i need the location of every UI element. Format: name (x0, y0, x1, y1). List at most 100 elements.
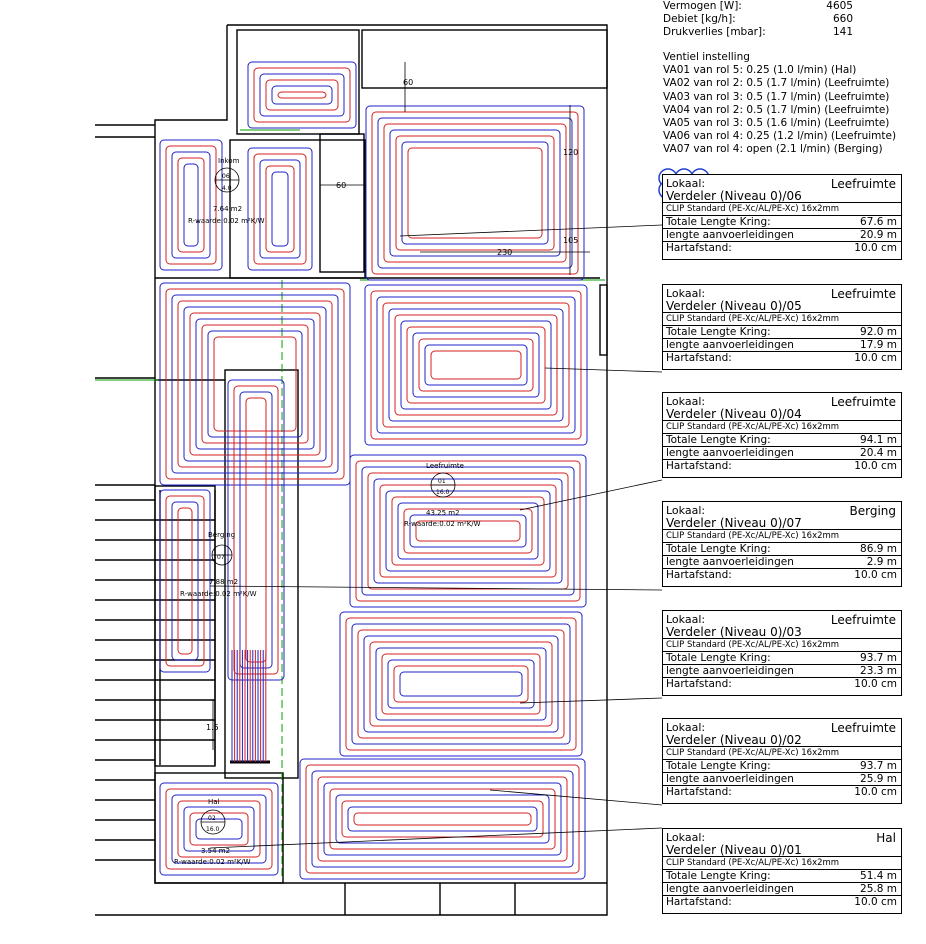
druk-value: 141 (832, 26, 853, 39)
leef-num: 01 (438, 478, 446, 485)
card-verdeler: Verdeler (Niveau 0)/06 (666, 189, 802, 203)
card-lokaal-label: Lokaal: (666, 613, 706, 626)
card-verdeler: Verdeler (Niveau 0)/04 (666, 407, 802, 421)
card-feed-value: 20.9 m (860, 229, 897, 241)
card-spacing-value: 10.0 cm (854, 569, 897, 581)
card-room: Leefruimte (830, 721, 896, 735)
card-room: Leefruimte (830, 177, 896, 191)
leef-name: Leefruimte (426, 462, 464, 470)
card-material: CLIP Standard (PE-Xc/AL/PE-Xc) 16x2mm (666, 531, 840, 541)
card-total-value: 67.6 m (860, 216, 897, 228)
card-total-value: 86.9 m (860, 543, 897, 555)
leef-area: 43.25 m2 (426, 509, 460, 517)
inkom-area: 7.64 m2 (213, 205, 242, 213)
druk-label: Drukverlies [mbar]: (663, 26, 766, 39)
building-walls (95, 24, 608, 916)
card-verdeler: Verdeler (Niveau 0)/01 (666, 843, 802, 857)
card-lokaal-label: Lokaal: (666, 721, 706, 734)
card-material: CLIP Standard (PE-Xc/AL/PE-Xc) 16x2mm (666, 314, 840, 324)
card-lokaal-label: Lokaal: (666, 177, 706, 190)
card-verdeler: Verdeler (Niveau 0)/07 (666, 516, 802, 530)
card-feed-value: 25.8 m (860, 883, 897, 895)
card-material: CLIP Standard (PE-Xc/AL/PE-Xc) 16x2mm (666, 422, 840, 432)
card-spacing-value: 10.0 cm (854, 352, 897, 364)
card-spacing-label: Hartafstand: (666, 569, 732, 581)
dimension-marks (212, 62, 590, 750)
card-material: CLIP Standard (PE-Xc/AL/PE-Xc) 16x2mm (666, 204, 840, 214)
card-total-value: 93.7 m (860, 652, 897, 664)
card-spacing-label: Hartafstand: (666, 786, 732, 798)
valve-title: Ventiel instelling (663, 51, 750, 63)
inkom-num: 06 (222, 173, 230, 180)
card-feed-value: 17.9 m (860, 339, 897, 351)
inkom-name: Inkom (218, 157, 240, 165)
card-lokaal-label: Lokaal: (666, 287, 706, 300)
hal-area: 3.54 m2 (201, 847, 230, 855)
dim-60-mid: 60 (336, 181, 346, 190)
card-spacing-value: 10.0 cm (854, 896, 897, 908)
card-total-label: Totale Lengte Kring: (666, 652, 771, 664)
debiet-value: 660 (832, 13, 853, 26)
card-feed-label: lengte aanvoerleidingen (666, 229, 794, 241)
card-room: Hal (876, 831, 896, 845)
valve-line: VA04 van rol 2: 0.5 (1.7 l/min) (Leefrui… (663, 103, 890, 116)
card-room: Leefruimte (830, 287, 896, 301)
valve-settings: Ventiel instelling VA01 van rol 5: 0.25 … (663, 51, 896, 157)
card-spacing-label: Hartafstand: (666, 242, 732, 254)
valve-line: VA05 van rol 3: 0.5 (1.6 l/min) (Leefrui… (663, 117, 890, 130)
card-feed-value: 23.3 m (860, 665, 897, 677)
card-lokaal-label: Lokaal: (666, 504, 706, 517)
berg-r: R-waarde:0.02 m²K/W (180, 590, 257, 598)
card-verdeler: Verdeler (Niveau 0)/03 (666, 625, 802, 639)
card-total-label: Totale Lengte Kring: (666, 870, 771, 882)
vermogen-value: 4605 (826, 0, 853, 12)
card-total-label: Totale Lengte Kring: (666, 216, 771, 228)
card-spacing-value: 10.0 cm (854, 786, 897, 798)
card-total-value: 92.0 m (860, 326, 897, 338)
dim-60-top: 60 (403, 78, 413, 87)
leef-r: R-waarde:0.02 m²K/W (404, 520, 481, 528)
hal-num: 02 (208, 815, 216, 822)
room-markers (200, 167, 456, 835)
hal-r: R-waarde:0.02 m²K/W (174, 858, 251, 866)
card-material: CLIP Standard (PE-Xc/AL/PE-Xc) 16x2mm (666, 748, 840, 758)
card-spacing-value: 10.0 cm (854, 460, 897, 472)
valve-line: VA06 van rol 4: 0.25 (1.2 l/min) (Leefru… (663, 130, 897, 143)
card-total-label: Totale Lengte Kring: (666, 326, 771, 338)
card-spacing-label: Hartafstand: (666, 352, 732, 364)
card-feed-value: 25.9 m (860, 773, 897, 785)
dim-230: 230 (497, 248, 512, 257)
leader-lines (209, 224, 663, 849)
hal-pct: 16.0 (206, 826, 220, 833)
card-feed-label: lengte aanvoerleidingen (666, 447, 794, 459)
card-total-label: Totale Lengte Kring: (666, 760, 771, 772)
card-total-value: 94.1 m (860, 434, 897, 446)
card-feed-label: lengte aanvoerleidingen (666, 773, 794, 785)
card-verdeler: Verdeler (Niveau 0)/05 (666, 299, 802, 313)
leef-pct: 16.0 (436, 489, 450, 496)
card-verdeler: Verdeler (Niveau 0)/02 (666, 733, 802, 747)
valve-line: VA01 van rol 5: 0.25 (1.0 l/min) (Hal) (663, 64, 857, 77)
card-material: CLIP Standard (PE-Xc/AL/PE-Xc) 16x2mm (666, 858, 840, 868)
summary-block: Vermogen [W]:4605 Debiet [kg/h]:660 Druk… (663, 0, 853, 40)
card-lokaal-label: Lokaal: (666, 395, 706, 408)
card-room: Leefruimte (830, 613, 896, 627)
card-feed-value: 2.9 m (866, 556, 897, 568)
card-spacing-value: 10.0 cm (854, 242, 897, 254)
card-total-label: Totale Lengte Kring: (666, 543, 771, 555)
card-lokaal-label: Lokaal: (666, 831, 706, 844)
card-room: Leefruimte (830, 395, 896, 409)
valve-line: VA07 van rol 4: open (2.1 l/min) (Bergin… (663, 143, 883, 156)
card-feed-label: lengte aanvoerleidingen (666, 665, 794, 677)
valve-line: VA02 van rol 2: 0.5 (1.7 l/min) (Leefrui… (663, 77, 890, 90)
hal-name: Hal (208, 798, 220, 806)
debiet-label: Debiet [kg/h]: (663, 13, 736, 26)
card-spacing-value: 10.0 cm (854, 678, 897, 690)
card-feed-label: lengte aanvoerleidingen (666, 339, 794, 351)
inkom-r: R-waarde:0.02 m²K/W (188, 217, 265, 225)
